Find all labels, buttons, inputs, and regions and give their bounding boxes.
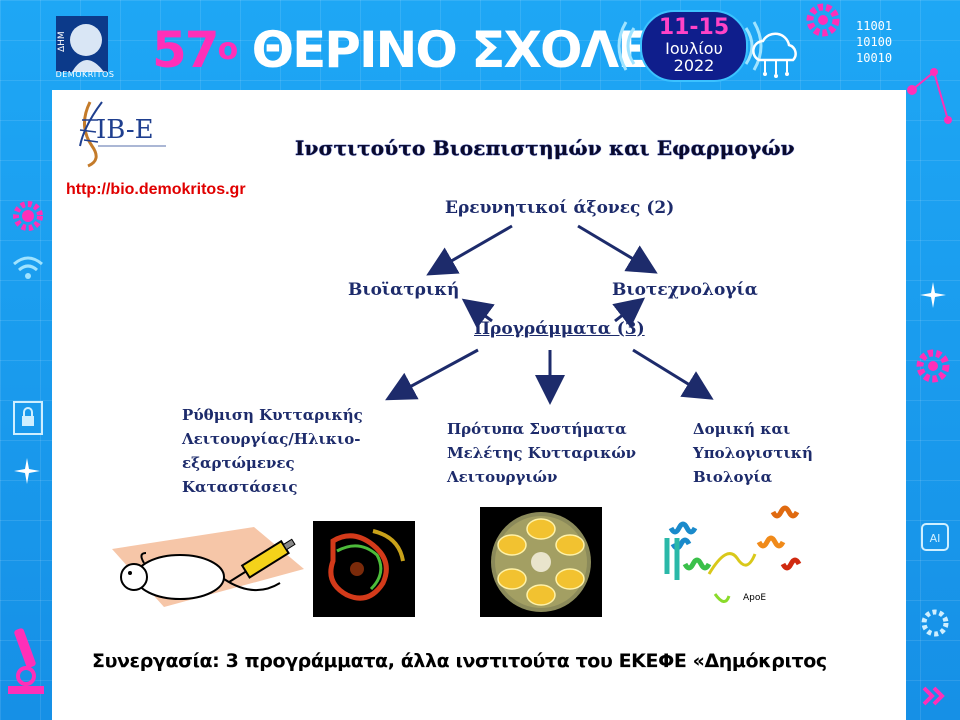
arrow-programs-to-program1 xyxy=(385,348,479,401)
date-range: 11-15 xyxy=(658,15,730,40)
institute-title: Ινστιτούτο Βιοεπιστημών και Εφαρμογών xyxy=(295,136,795,160)
program1-line: Λειτουργίας/Ηλικιο- xyxy=(182,430,361,448)
arrow-axes-to-biotechnology xyxy=(577,224,658,274)
institute-url-link[interactable]: http://bio.demokritos.gr xyxy=(66,181,246,198)
svg-text:ΔΗΜ: ΔΗΜ xyxy=(57,31,67,52)
cloud-icon xyxy=(752,32,797,78)
gear-icon xyxy=(13,201,43,231)
double-chevron-icon xyxy=(922,686,945,706)
program2-label: Πρότυπα Συστήματα Μελέτης Κυτταρικών Λει… xyxy=(447,417,636,489)
circuit-dots-icon xyxy=(907,68,952,124)
gear-icon-lower xyxy=(921,609,949,637)
research-axes-label: Ερευνητικοί άξονες (2) xyxy=(445,198,675,218)
program2-line: Μελέτης Κυτταρικών xyxy=(447,444,637,462)
program1-line: εξαρτώμενες xyxy=(182,454,295,472)
program3-line: Βιολογία xyxy=(693,468,773,486)
democritus-bust-logo: ΔΗΜ xyxy=(56,16,108,72)
content-panel xyxy=(52,90,906,720)
apoe-label: ApoE xyxy=(743,593,766,603)
logo-text: DEMOKRITOS xyxy=(55,70,115,79)
svg-text:AI: AI xyxy=(930,532,941,545)
arrow-programs-to-program3 xyxy=(632,348,714,400)
ibe-logo: IB-E xyxy=(79,101,166,168)
wifi-icon xyxy=(13,256,43,279)
binary-line-3: 10010 xyxy=(856,51,893,65)
biotechnology-label: Βιοτεχνολογία xyxy=(612,280,758,300)
ai-chip-icon: AI xyxy=(921,523,949,551)
program1-line: Ρύθμιση Κυτταρικής xyxy=(182,406,363,424)
binary-code: 11001 10100 10010 xyxy=(856,18,892,66)
program3-line: Δομική και xyxy=(693,420,791,438)
lock-icon xyxy=(13,401,43,435)
microscope-icon xyxy=(8,628,44,694)
ibe-logo-text: IB-E xyxy=(96,115,154,145)
title-number: 57 xyxy=(152,21,220,79)
arrow-programs-to-biomedicine xyxy=(461,298,495,329)
biomedicine-label: Βιοϊατρική xyxy=(348,280,460,300)
fluorescent-cells-image xyxy=(313,521,415,617)
program3-label: Δομική και Υπολογιστική Βιολογία xyxy=(693,417,813,489)
program1-label: Ρύθμιση Κυτταρικής Λειτουργίας/Ηλικιο- ε… xyxy=(182,403,363,499)
collaboration-footer: Συνεργασία: 3 προγράμματα, άλλα ινστιτού… xyxy=(92,650,827,672)
sparkle-icon-right xyxy=(920,282,946,308)
apoe-protein-structure-image: ApoE xyxy=(664,505,802,603)
date-year: 2022 xyxy=(673,56,715,75)
date-badge: 11-15 Ιουλίου 2022 xyxy=(640,10,748,82)
gear-icon-top xyxy=(806,3,840,37)
mouse-syringe-image xyxy=(112,527,304,607)
binary-line-2: 10100 xyxy=(856,35,893,49)
binary-line-1: 11001 xyxy=(856,19,893,33)
signal-waves-icon xyxy=(617,21,763,71)
program3-line: Υπολογιστική xyxy=(693,444,813,462)
sparkle-icon xyxy=(14,458,40,484)
gear-icon-right xyxy=(916,349,950,383)
program1-line: Καταστάσεις xyxy=(182,478,298,496)
arrow-programs-to-biotechnology xyxy=(612,297,646,328)
date-month: Ιουλίου xyxy=(665,39,723,58)
title-degree: o xyxy=(217,32,239,67)
program2-line: Λειτουργιών xyxy=(447,468,558,486)
petri-dish-image xyxy=(480,507,602,617)
program2-line: Πρότυπα Συστήματα xyxy=(447,420,627,438)
arrow-axes-to-biomedicine xyxy=(426,224,513,276)
programs-label: Προγράμματα (3) xyxy=(474,319,645,339)
